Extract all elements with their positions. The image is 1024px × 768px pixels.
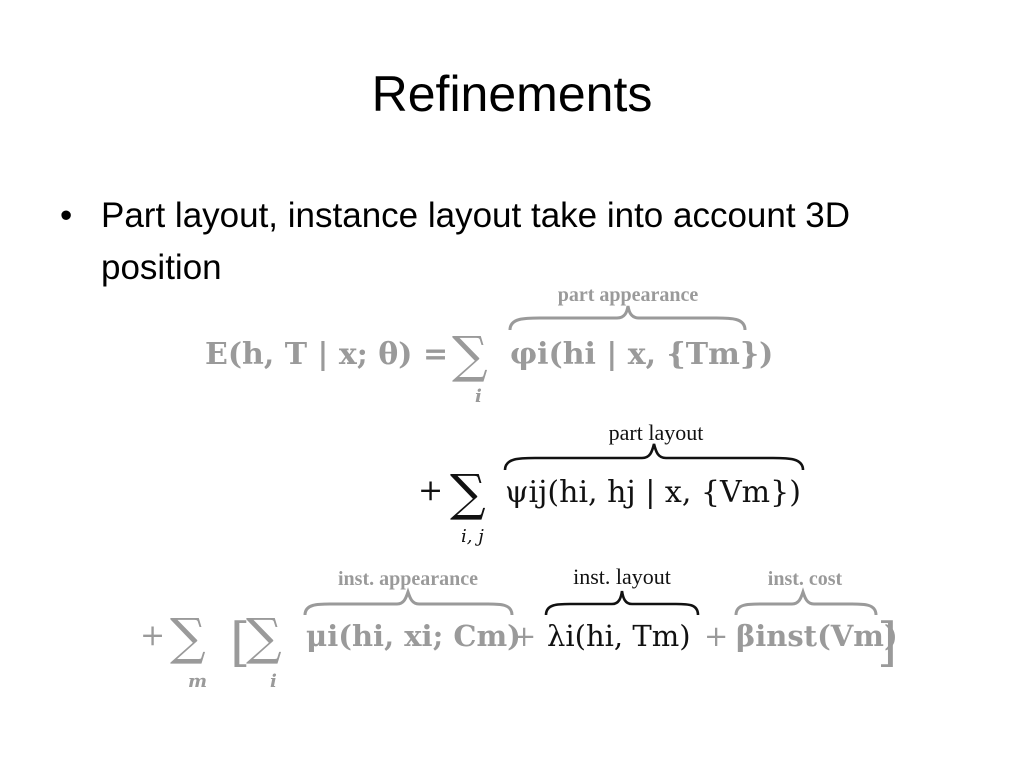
- equation-line-2: + ∑ i, j part layout ψij(hi, hj | x, {Vm…: [418, 420, 805, 547]
- equation-lhs: E(h, T | x; θ) =: [205, 337, 448, 372]
- plus-sign: +: [512, 619, 536, 653]
- sum-symbol: ∑: [450, 464, 486, 522]
- plus-sign: +: [418, 473, 443, 508]
- bullet-text: Part layout, instance layout take into a…: [101, 196, 851, 287]
- equation-line-3: + ∑ m [ ∑ i inst. appearance μi(hi, xi; …: [140, 564, 898, 692]
- label-inst-layout: inst. layout: [573, 564, 671, 589]
- term-inst-cost: βinst(Vm): [736, 619, 898, 653]
- label-inst-cost: inst. cost: [768, 568, 843, 590]
- overbrace-part-layout: [503, 443, 805, 471]
- outer-sum-subscript: m: [188, 671, 207, 692]
- overbrace-inst-cost: [734, 587, 878, 616]
- right-bracket: ]: [877, 613, 897, 673]
- inner-sum-subscript: i: [270, 671, 277, 692]
- sum-symbol: ∑: [452, 326, 488, 384]
- term-part-layout: ψij(hi, hj | x, {Vm}): [505, 475, 801, 510]
- inner-sum-symbol: ∑: [246, 608, 282, 666]
- term-inst-appearance: μi(hi, xi; Cm): [306, 619, 521, 653]
- equation-line-1: E(h, T | x; θ) = ∑ i part appearance φi(…: [205, 284, 773, 407]
- term-inst-layout: λi(hi, Tm): [547, 619, 691, 653]
- plus-sign: +: [704, 619, 728, 653]
- sum-subscript: i, j: [461, 526, 484, 547]
- overbrace-inst-layout: [544, 590, 700, 616]
- sum-subscript: i: [475, 386, 482, 407]
- outer-sum-symbol: ∑: [170, 608, 206, 666]
- left-bracket: [: [230, 613, 250, 673]
- label-part-appearance: part appearance: [558, 284, 699, 306]
- overbrace-inst-appearance: [303, 587, 514, 616]
- bullet-dot: •: [60, 196, 73, 235]
- slide-title: Refinements: [371, 66, 653, 122]
- label-inst-appearance: inst. appearance: [338, 568, 478, 590]
- plus-sign: +: [140, 618, 165, 653]
- overbrace-part-appearance: [508, 305, 747, 331]
- term-part-appearance: φi(hi | x, {Tm}): [510, 337, 773, 372]
- label-part-layout: part layout: [609, 420, 704, 445]
